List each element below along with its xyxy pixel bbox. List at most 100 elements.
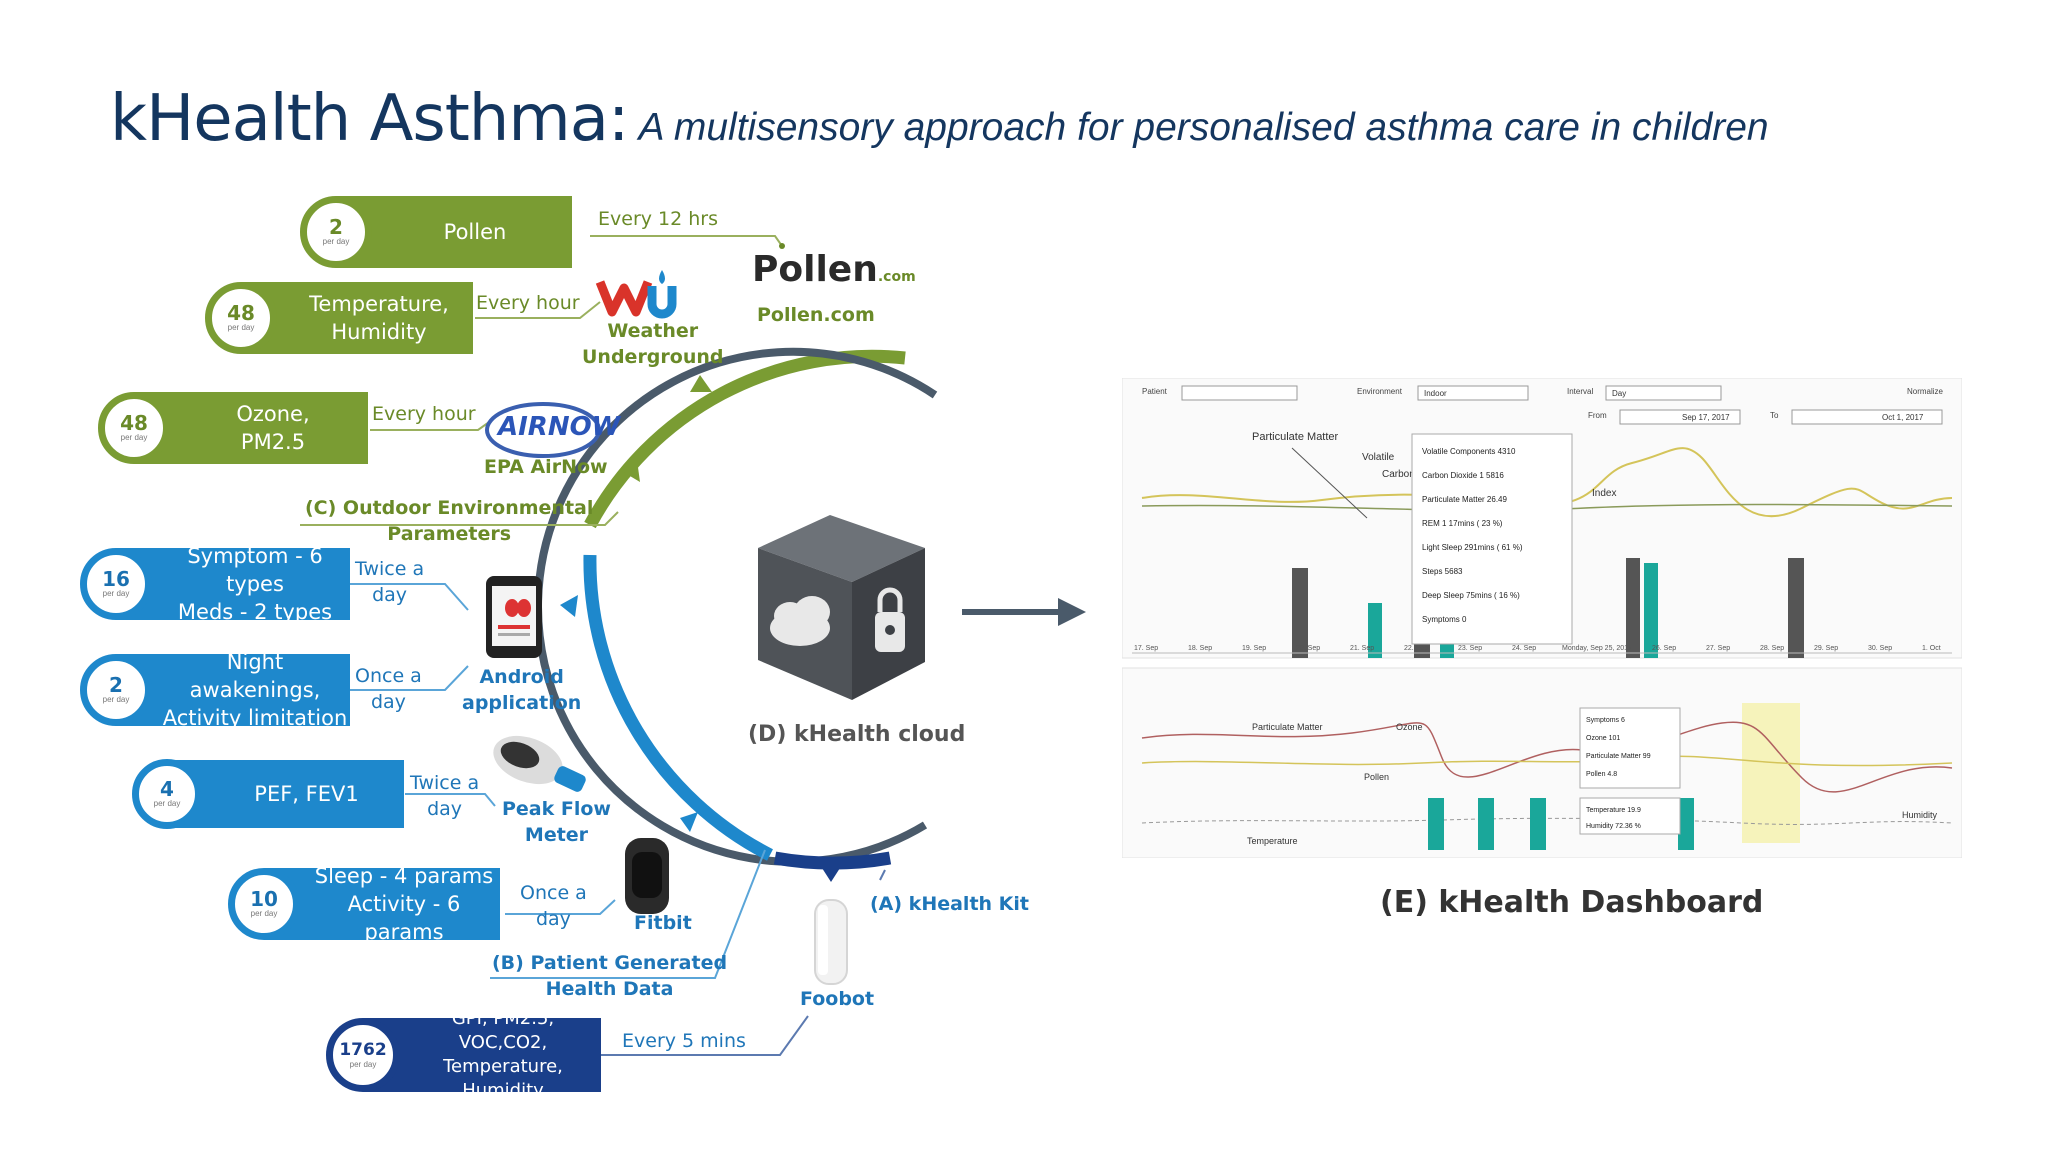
khealth-cloud-label: (D) kHealth cloud [748, 722, 966, 747]
per-day-label: per day [322, 237, 350, 246]
frequency-line: day [535, 908, 571, 930]
leader-line [350, 665, 469, 691]
count-value: 10 [250, 887, 278, 911]
source-label-line: Night awakenings, [189, 650, 321, 702]
frequency-line: Every 12 hrs [598, 208, 719, 230]
chart-label: Particulate Matter [1252, 722, 1323, 732]
chart-label: Pollen [1364, 772, 1389, 782]
patient-select[interactable] [1181, 385, 1298, 401]
source-label-line: Activity - 6 params [347, 892, 461, 944]
android-label-line: Android [479, 666, 564, 688]
peak-flow-label: Peak Flow Meter [502, 796, 611, 848]
source-label-line: Ozone, [236, 402, 310, 426]
range-label: To [1770, 411, 1779, 420]
android-label-line: application [462, 692, 582, 714]
date-tick: 26. Sep [1652, 645, 1676, 652]
arc-arrow [680, 812, 698, 832]
airnow-logo-text: AIRNOW [498, 412, 621, 442]
title-main: kHealth Asthma: [110, 82, 629, 156]
date-tick: 24. Sep [1512, 645, 1536, 652]
frequency-night: Once a day [355, 663, 422, 715]
frequency-pollen: Every 12 hrs [598, 206, 718, 232]
frequency-line: Every hour [372, 403, 476, 425]
frequency-line: day [370, 691, 406, 713]
control-label: Environment [1357, 387, 1403, 396]
dashboard-screenshot: Patient Environment Indoor Interval Day … [1121, 377, 1963, 859]
interval-select[interactable] [1605, 385, 1722, 401]
frequency-line: day [427, 798, 463, 820]
date-tick: Monday, Sep 25, 2017 [1562, 645, 1632, 652]
frequency-line: Once a [355, 665, 422, 687]
range-label: From [1588, 411, 1607, 420]
flow-arrow-head [1058, 598, 1086, 626]
frequency-symptoms: Twice a day [355, 556, 424, 608]
arc-arrow [690, 375, 712, 392]
frequency-foobot: Every 5 mins [622, 1028, 746, 1054]
pollen-logo-text: Pollen [752, 249, 878, 290]
source-label: PEF, FEV1 [167, 760, 404, 828]
outdoor-group-line: (C) Outdoor Environmental [305, 497, 594, 519]
source-label-line: PM2.5 [240, 430, 306, 454]
cloud-cube-icon [758, 515, 925, 700]
fitbit-label: Fitbit [634, 912, 692, 934]
airnow-caption: EPA AirNow [484, 456, 608, 478]
per-day-label: per day [102, 589, 130, 598]
tooltip-line: Particulate Matter 99 [1586, 753, 1651, 760]
series-line [1141, 721, 1953, 793]
frequency-line: Twice a [410, 772, 480, 794]
tooltip-line: Symptoms 6 [1586, 717, 1625, 724]
chart-tooltip [1411, 433, 1573, 645]
count-value: 4 [160, 777, 174, 801]
chart-label: Temperature [1247, 836, 1298, 846]
dashboard-label: (E) kHealth Dashboard [1380, 885, 1764, 920]
outdoor-arc [584, 349, 906, 529]
android-tablet-icon [486, 576, 542, 658]
date-tick: 30. Sep [1868, 645, 1892, 652]
to-date-value: Oct 1, 2017 [1882, 413, 1924, 422]
android-app-label: Android application [462, 664, 581, 716]
source-label: Sleep - 4 params Activity - 6 params [264, 864, 500, 944]
count-value: 2 [329, 215, 343, 239]
date-tick: 29. Sep [1814, 645, 1838, 652]
annotation-line [1291, 447, 1368, 519]
to-date-input[interactable] [1791, 409, 1943, 425]
wu-label-line: Underground [582, 346, 724, 368]
count-value: 1762 [339, 1040, 387, 1060]
frequency-line: day [372, 584, 408, 606]
frequency-line: Twice a [355, 558, 425, 580]
per-day-label: per day [250, 909, 278, 918]
leader-line [475, 301, 601, 319]
date-tick: 27. Sep [1706, 645, 1730, 652]
tooltip-line: Pollen 4.8 [1586, 771, 1617, 778]
kit-arc [773, 851, 892, 870]
source-label-line: Meds - 2 types [177, 600, 333, 624]
top-date-axis: 17. Sep 18. Sep 19. Sep 20. Sep 21. Sep … [1134, 645, 1941, 652]
leader-line [350, 583, 469, 611]
date-tick: 18. Sep [1188, 645, 1212, 652]
title-subtitle: A multisensory approach for personalised… [638, 106, 1769, 149]
chart-label: Carbon [1382, 469, 1415, 480]
environment-select[interactable] [1417, 385, 1529, 401]
pollen-logo: Pollen.com [752, 250, 916, 297]
patient-group-line: Health Data [545, 978, 674, 1000]
tooltip-line: Humidity 72.36 % [1586, 823, 1641, 830]
series-line [1141, 755, 1953, 767]
count-value: 48 [120, 411, 148, 435]
per-day-label: per day [227, 323, 255, 332]
patient-group-label: (B) Patient Generated Health Data [492, 950, 727, 1002]
weather-underground-logo [595, 270, 677, 319]
from-date-input[interactable] [1619, 409, 1741, 425]
leader-dot [779, 243, 785, 249]
